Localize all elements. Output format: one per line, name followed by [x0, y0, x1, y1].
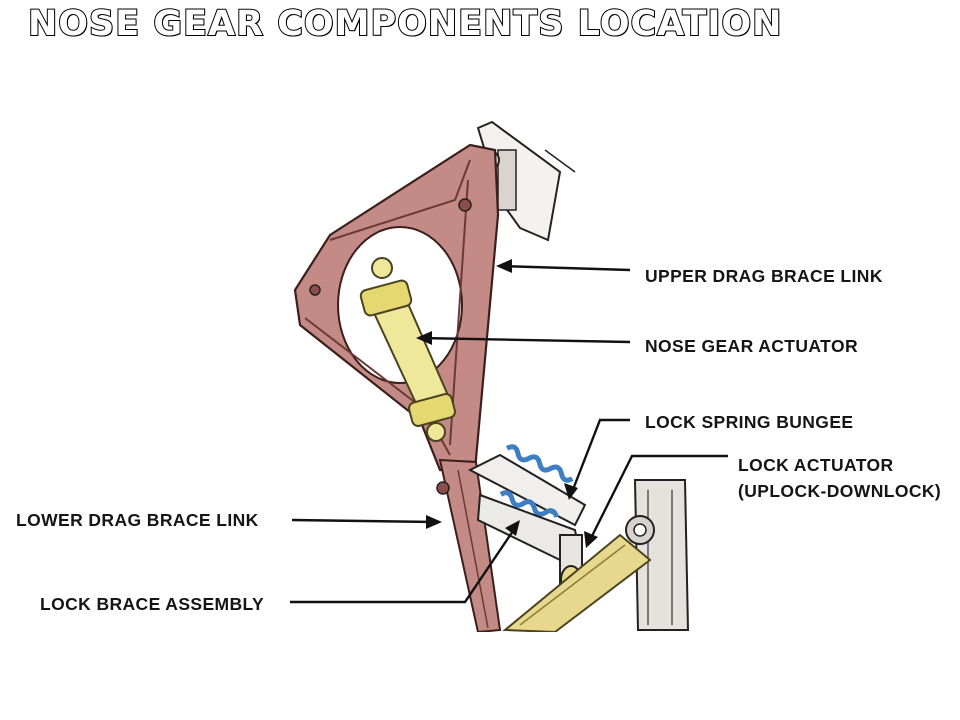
label-lock-brace-assembly: LOCK BRACE ASSEMBLY — [40, 594, 264, 614]
label-upper-drag-brace-link: UPPER DRAG BRACE LINK — [645, 266, 883, 286]
label-lock-spring-bungee: LOCK SPRING BUNGEE — [645, 412, 853, 432]
label-lock-actuator-sub: (UPLOCK-DOWNLOCK) — [738, 481, 941, 501]
label-lower-drag-brace-link: LOWER DRAG BRACE LINK — [16, 510, 259, 530]
leader-lines — [290, 259, 728, 604]
upper-attachment-bracket — [476, 120, 576, 242]
label-lock-actuator: LOCK ACTUATOR — [738, 455, 894, 475]
lock-actuator-fitting — [625, 479, 690, 631]
nose-gear-actuator — [359, 257, 457, 442]
page-title: NOSE GEAR COMPONENTS LOCATION — [27, 3, 783, 45]
shock-strut — [502, 533, 652, 634]
lower-drag-brace-link — [436, 458, 502, 634]
lock-spring-bungee — [467, 444, 587, 527]
label-nose-gear-actuator: NOSE GEAR ACTUATOR — [645, 336, 858, 356]
